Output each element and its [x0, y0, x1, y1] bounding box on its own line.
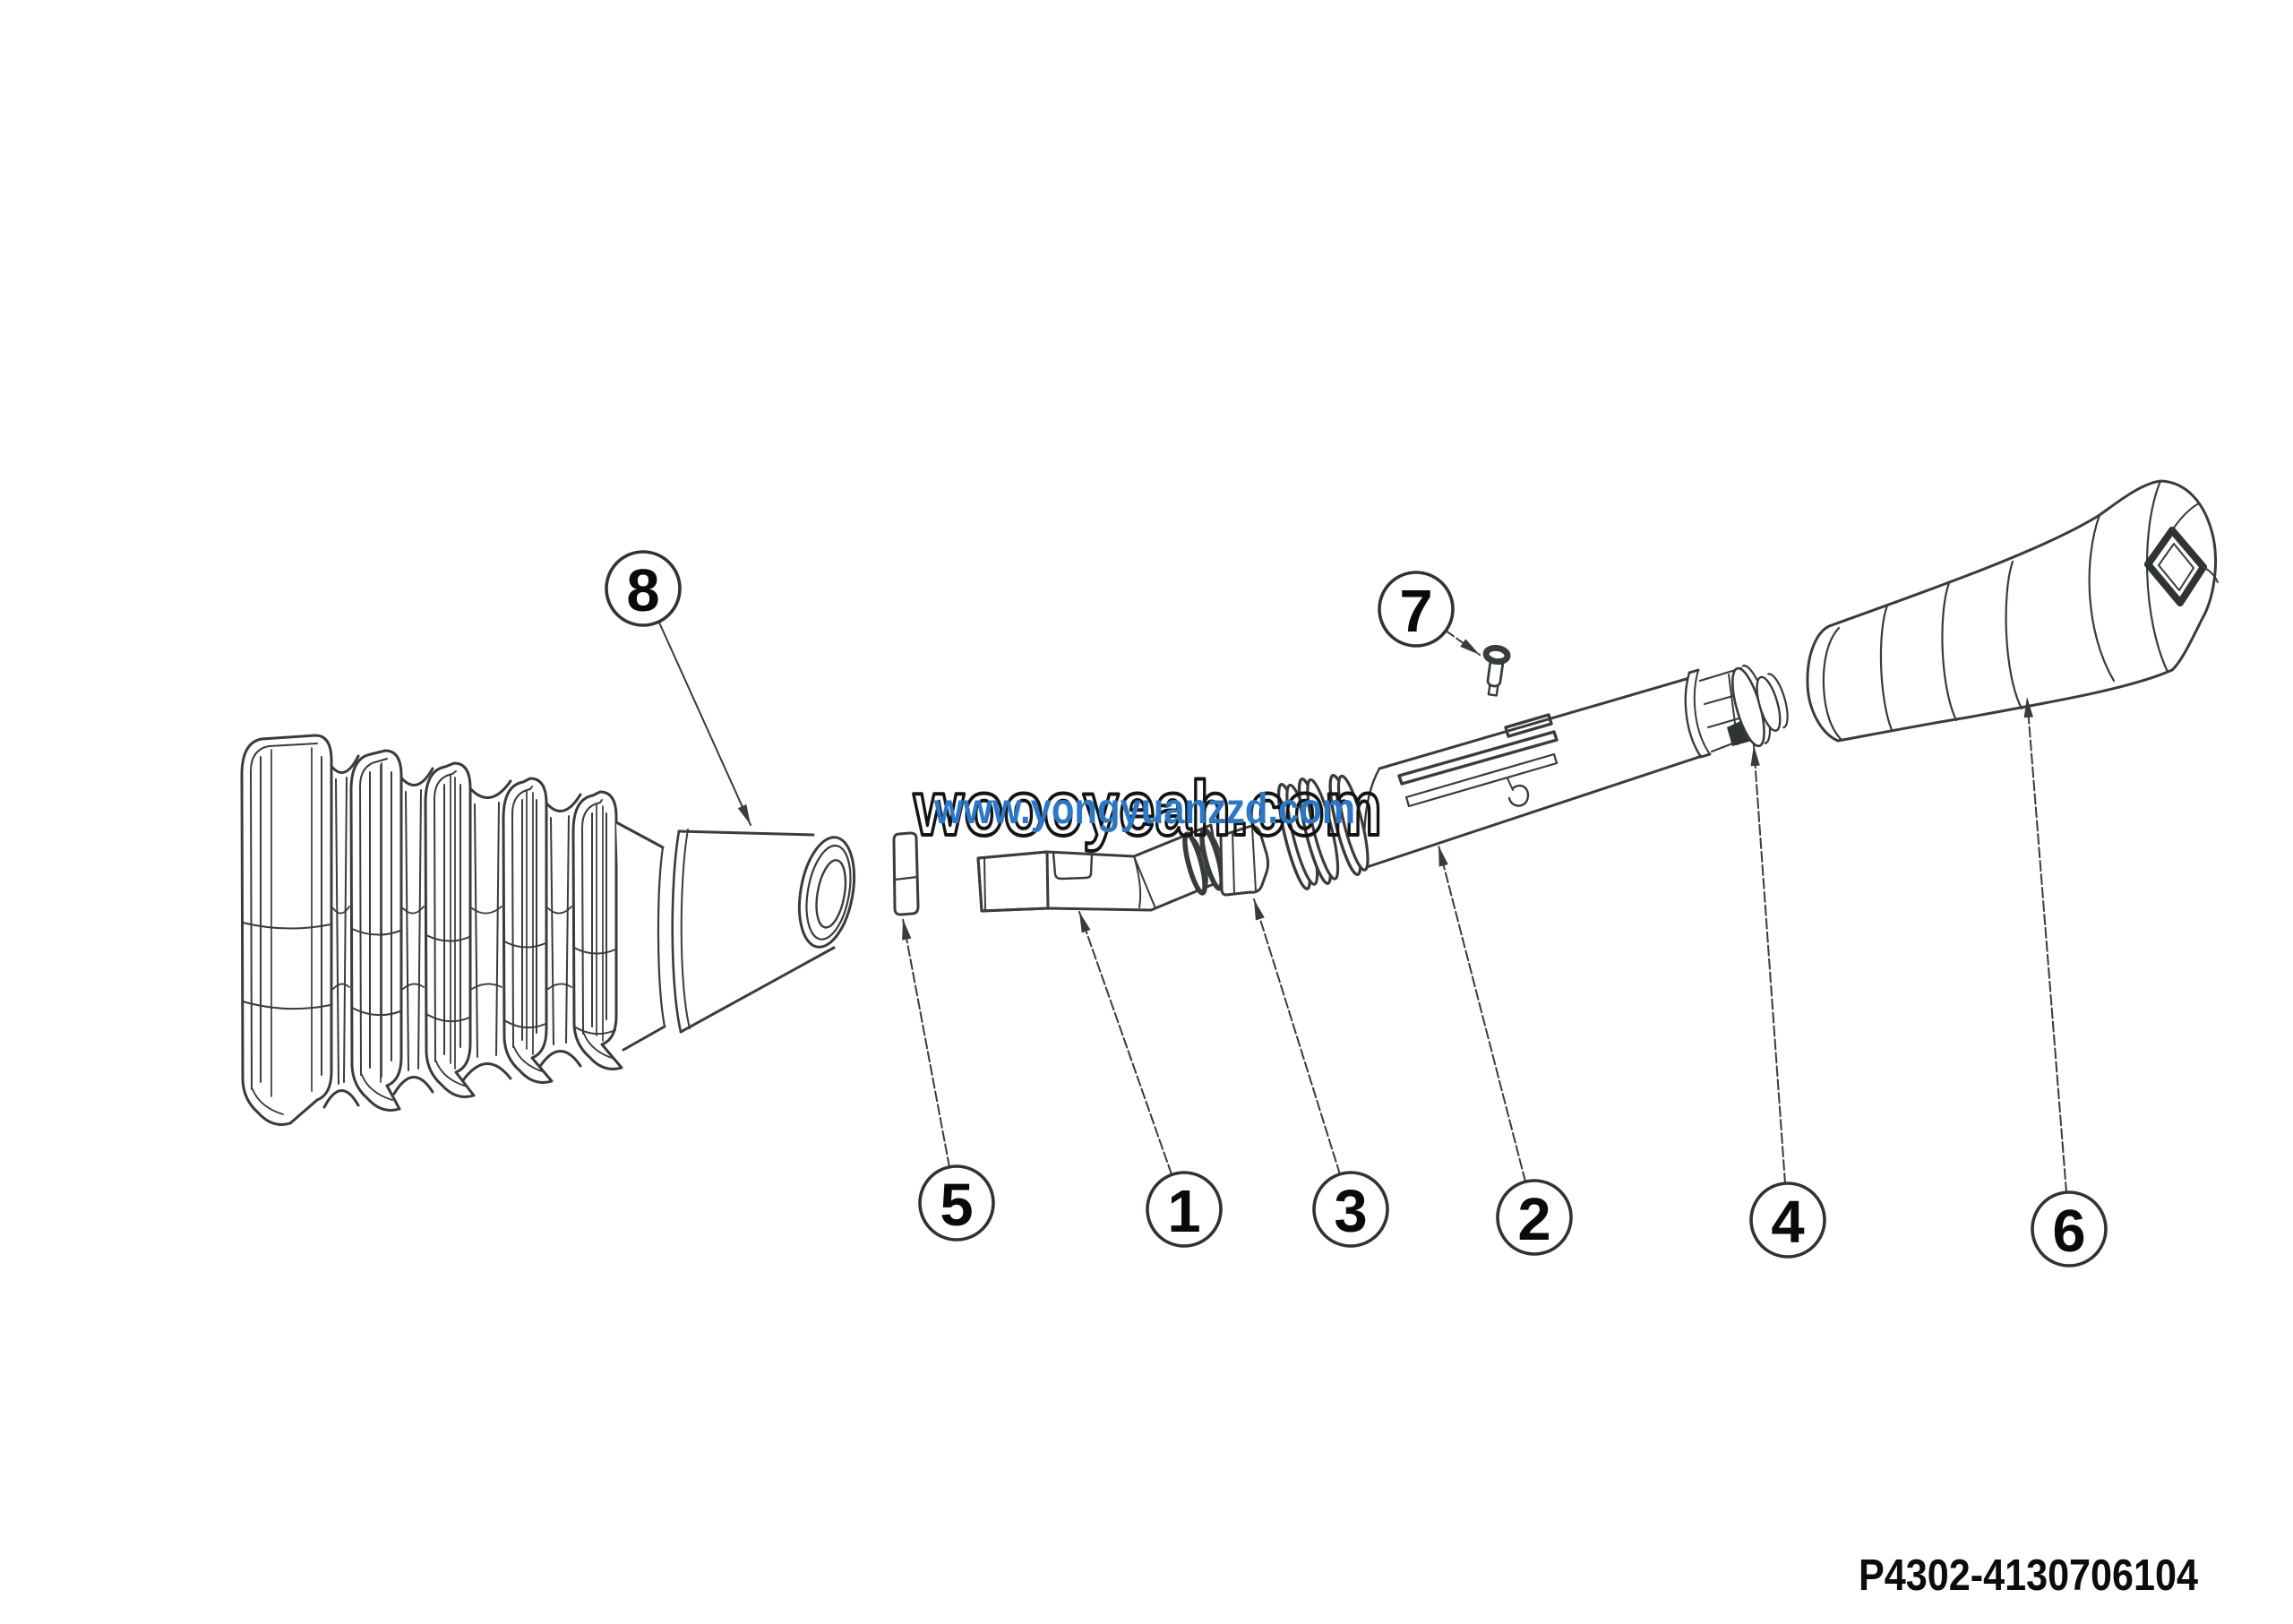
svg-text:1: 1: [1167, 1178, 1200, 1245]
svg-text:8: 8: [626, 557, 659, 624]
svg-text:6: 6: [2052, 1198, 2085, 1265]
svg-text:www.yongyuanzzd.com: www.yongyuanzzd.com: [933, 786, 1355, 833]
svg-text:woooyeah.com: woooyeah.com: [913, 766, 1382, 852]
svg-text:2: 2: [1517, 1186, 1550, 1253]
svg-text:5: 5: [940, 1172, 973, 1239]
svg-text:P4302-4130706104: P4302-4130706104: [1859, 1551, 2198, 1600]
svg-text:7: 7: [1399, 578, 1432, 645]
svg-text:3: 3: [1334, 1178, 1367, 1245]
svg-text:4: 4: [1771, 1189, 1804, 1256]
